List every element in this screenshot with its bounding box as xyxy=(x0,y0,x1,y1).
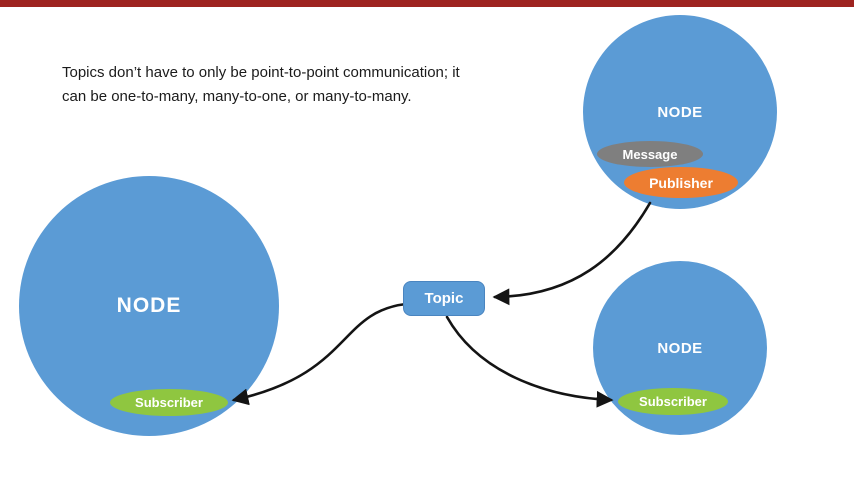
subscriber-left-pill: Subscriber xyxy=(110,389,228,416)
message-pill: Message xyxy=(597,141,703,167)
caption-line-2: can be one-to-many, many-to-one, or many… xyxy=(62,88,412,105)
topic-box: Topic xyxy=(403,281,485,316)
node-bottom-right-label: NODE xyxy=(657,339,703,357)
publisher-pill: Publisher xyxy=(624,167,738,198)
publisher-label: Publisher xyxy=(649,174,713,191)
caption: Topics don’t have to only be point-to-po… xyxy=(62,61,460,109)
message-label: Message xyxy=(622,146,678,162)
subscriber-right-pill: Subscriber xyxy=(618,388,728,415)
node-left-label: NODE xyxy=(116,294,182,317)
top-accent-bar xyxy=(0,0,854,7)
arrow-topic-to-right-subscriber xyxy=(445,315,614,408)
subscriber-right-label: Subscriber xyxy=(639,394,707,409)
topic-label: Topic xyxy=(424,290,464,307)
node-top-right-label: NODE xyxy=(657,103,703,121)
caption-line-1: Topics don’t have to only be point-to-po… xyxy=(62,64,460,81)
subscriber-left-label: Subscriber xyxy=(135,395,203,410)
